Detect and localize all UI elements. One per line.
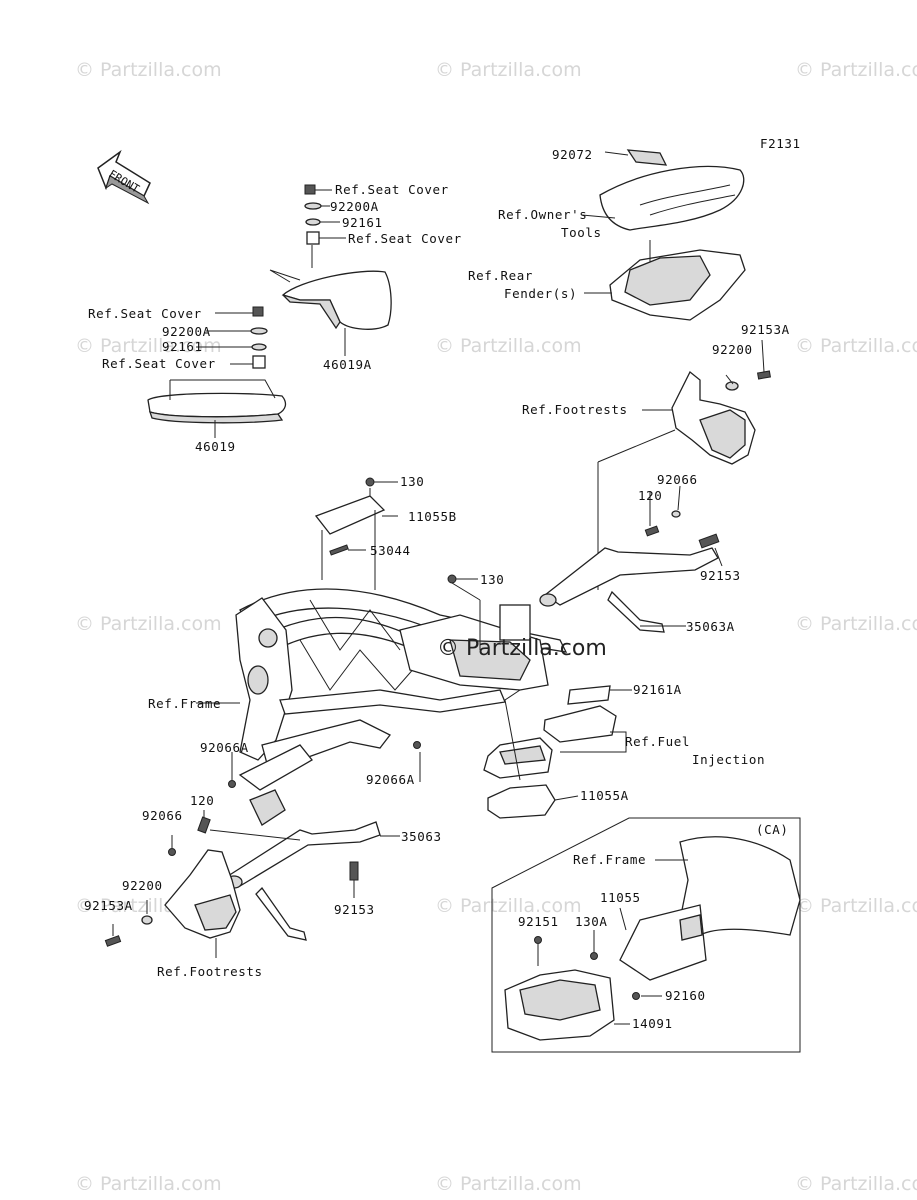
label-130A: 130A [575, 914, 608, 929]
watermark: © Partzilla.com [75, 613, 222, 635]
label-92161: 92161 [162, 339, 203, 354]
part-35063A [543, 547, 719, 606]
right-footrest-group [597, 339, 772, 590]
label-11055B: 11055B [408, 509, 457, 524]
watermark: © Partzilla.com [795, 59, 917, 81]
watermark: © Partzilla.com [795, 895, 917, 917]
label-120: 120 [190, 793, 214, 808]
label-53044: 53044 [370, 543, 411, 558]
part-92161A [567, 685, 611, 705]
main-frame [196, 477, 632, 826]
label-seat-cover: Ref.Seat Cover [102, 356, 216, 371]
watermarks: © Partzilla.com © Partzilla.com © Partzi… [75, 59, 917, 1195]
label-rear-fender: Ref.Rear [468, 268, 533, 283]
watermark: © Partzilla.com [75, 1173, 222, 1195]
label-92153A: 92153A [84, 898, 133, 913]
label-92066A: 92066A [366, 772, 415, 787]
label-14091: 14091 [632, 1016, 673, 1031]
label-fuel-injection: Ref.Fuel [625, 734, 690, 749]
label-fuel-injection-2: Injection [692, 752, 765, 767]
watermark: © Partzilla.com [795, 335, 917, 357]
label-92072: 92072 [552, 147, 593, 162]
label-35063: 35063 [401, 829, 442, 844]
label-11055A: 11055A [580, 788, 629, 803]
part-11055B [314, 495, 386, 535]
part-46019 [147, 392, 287, 418]
watermark: © Partzilla.com [435, 895, 582, 917]
figure-code: F2131 [760, 136, 801, 151]
label-92160: 92160 [665, 988, 706, 1003]
label-130: 130 [400, 474, 424, 489]
watermark: © Partzilla.com [435, 335, 582, 357]
label-frame: Ref.Frame [573, 852, 646, 867]
label-46019A: 46019A [323, 357, 372, 372]
label-frame: Ref.Frame [148, 696, 221, 711]
center-watermark: © Partzilla.com [437, 636, 607, 661]
owners-tool-case [599, 165, 745, 231]
label-92200A: 92200A [330, 199, 379, 214]
part-46019A [281, 270, 392, 330]
part-92072 [626, 149, 668, 166]
watermark: © Partzilla.com [795, 1173, 917, 1195]
label-seat-cover: Ref.Seat Cover [88, 306, 202, 321]
watermark: © Partzilla.com [435, 1173, 582, 1195]
label-92153A: 92153A [741, 322, 790, 337]
label-seat-cover: Ref.Seat Cover [348, 231, 462, 246]
watermark: © Partzilla.com [435, 59, 582, 81]
rear-fender-group [584, 240, 746, 321]
part-11055A [487, 784, 556, 819]
label-footrests: Ref.Footrests [522, 402, 628, 417]
label-46019: 46019 [195, 439, 236, 454]
fuel-injection-unit [543, 705, 617, 743]
ca-frame [679, 836, 801, 936]
label-owners-tools: Ref.Owner's [498, 207, 587, 222]
label-92151: 92151 [518, 914, 559, 929]
watermark: © Partzilla.com [75, 335, 222, 357]
label-92066A: 92066A [200, 740, 249, 755]
callout-labels: 92072 Ref.Owner's Tools Ref.Rear Fender(… [84, 147, 790, 1031]
label-92153: 92153 [700, 568, 741, 583]
owners-tools-group [581, 149, 745, 231]
label-92066: 92066 [142, 808, 183, 823]
label-92161: 92161 [342, 215, 383, 230]
part-35063 [226, 821, 381, 887]
seat-cover-bracket-46019A [269, 184, 392, 356]
label-92066: 92066 [657, 472, 698, 487]
seat-cover-bracket-46019 [147, 306, 287, 438]
label-92200: 92200 [122, 878, 163, 893]
label-130: 130 [480, 572, 504, 587]
label-ca: (CA) [756, 822, 789, 837]
label-92200A: 92200A [162, 324, 211, 339]
label-92161A: 92161A [633, 682, 682, 697]
label-seat-cover: Ref.Seat Cover [335, 182, 449, 197]
left-footrest-group [104, 849, 241, 958]
label-11055: 11055 [600, 890, 641, 905]
ca-inset [491, 817, 801, 1053]
label-35063A: 35063A [686, 619, 735, 634]
watermark: © Partzilla.com [795, 613, 917, 635]
label-120: 120 [638, 488, 662, 503]
label-92153: 92153 [334, 902, 375, 917]
label-rear-fender-2: Fender(s) [504, 286, 577, 301]
right-stand-35063A [539, 485, 723, 633]
label-92200: 92200 [712, 342, 753, 357]
label-footrests: Ref.Footrests [157, 964, 263, 979]
label-owners-tools-2: Tools [561, 225, 602, 240]
front-arrow-icon: FRONT [97, 149, 151, 205]
watermark: © Partzilla.com [75, 59, 222, 81]
